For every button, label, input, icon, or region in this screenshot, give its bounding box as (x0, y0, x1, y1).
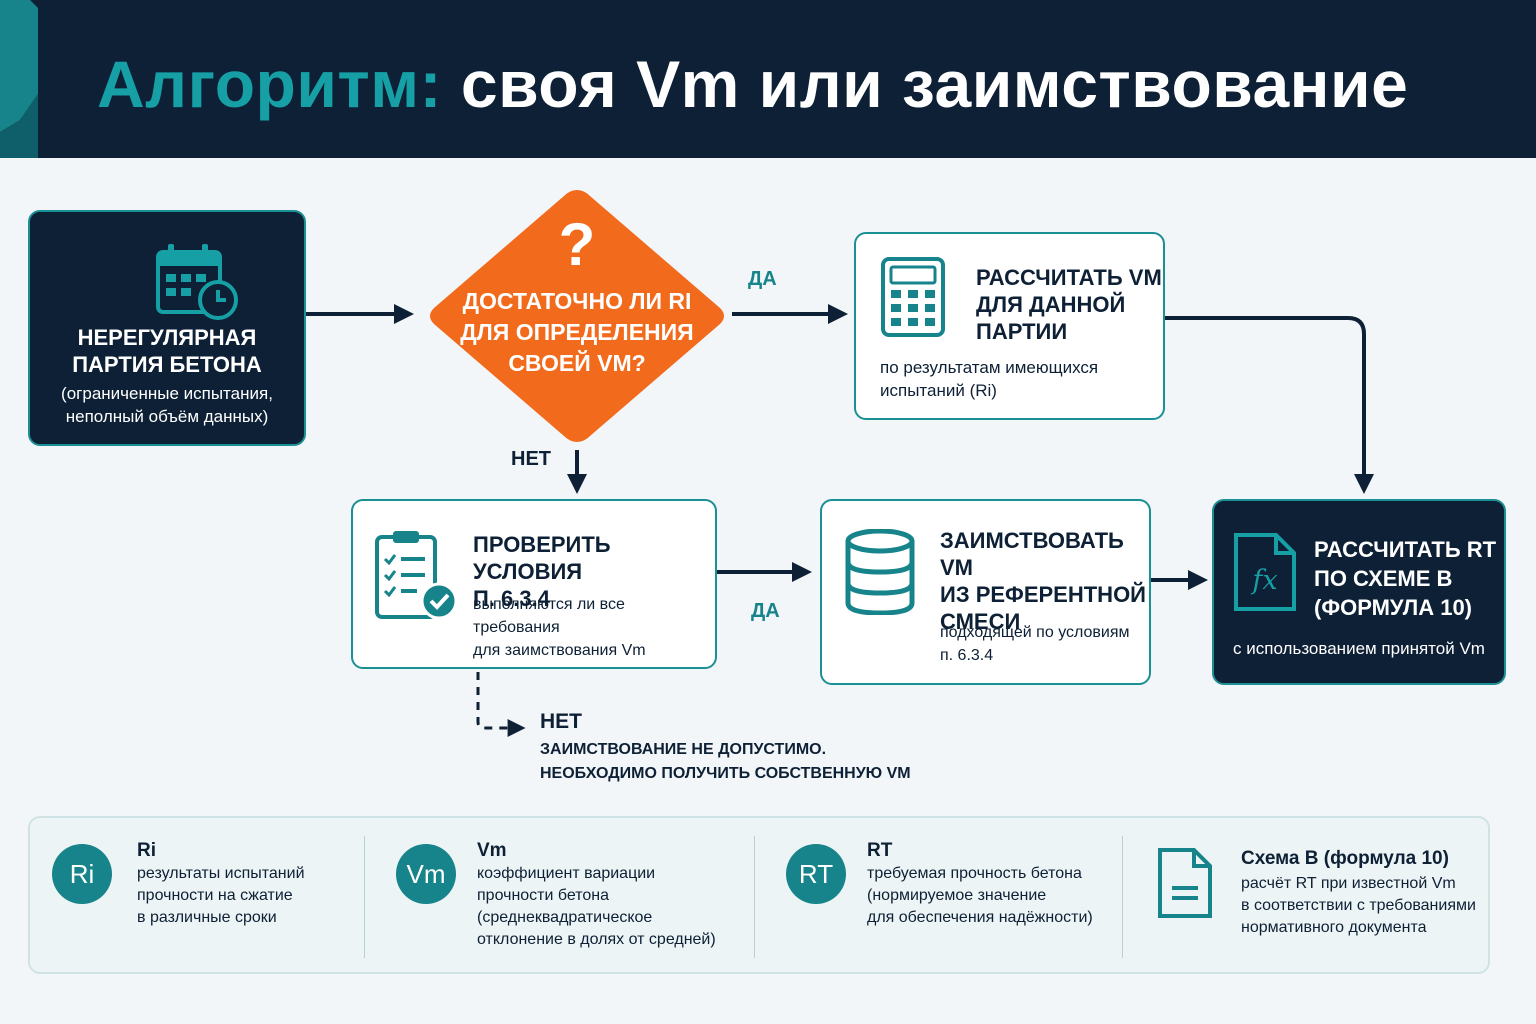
node-calc-rt-desc: с использованием принятой Vm (1233, 639, 1485, 658)
node-calc-vm-title: Рассчитать Vm для данной партии (976, 265, 1162, 344)
legend-divider (364, 836, 365, 958)
legend-badge-ri: Ri (52, 844, 112, 904)
node-calc-vm: Рассчитать Vm для данной партии по резул… (854, 232, 1165, 420)
node-borrow-vm-title: Заимствовать Vm из референтной смеси (940, 528, 1146, 634)
legend-term-rt: RT (867, 840, 893, 861)
page-title-accent: Алгоритм: (97, 47, 443, 121)
clipboard-check-icon (375, 531, 458, 620)
legend-panel: Ri Ri результаты испытаний прочности на … (28, 816, 1490, 974)
page-title: Алгоритм: своя Vm или заимствование (97, 44, 1408, 124)
legend-term-scheme-b: Схема В (формула 10) (1241, 848, 1449, 869)
calculator-icon (881, 257, 945, 337)
header-accent-stripe (0, 0, 38, 158)
node-calc-rt-title: Рассчитать RT по схеме В (формула 10) (1314, 537, 1497, 620)
node-check-conditions-title: Проверить условия п. 6.3.4 (473, 532, 611, 611)
decision-diamond (430, 190, 724, 442)
legend-desc-rt: требуемая прочность бетона (нормируемое … (867, 865, 1093, 926)
legend-divider (754, 836, 755, 958)
formula-file-icon-text: fx (1252, 565, 1278, 596)
decision-text: Достаточно ли Ri для определения своей V… (460, 288, 694, 376)
question-mark-icon: ? (558, 211, 596, 278)
node-irregular-batch-desc: (ограниченные испытания, неполный объём … (61, 384, 273, 426)
legend-term-ri: Ri (137, 840, 156, 861)
node-irregular-batch: Нерегулярная партия бетона (ограниченные… (28, 210, 306, 446)
legend-badge-rt: RT (786, 844, 846, 904)
no-outcome-title: НЕТ (540, 710, 582, 733)
document-icon (1158, 848, 1212, 918)
node-borrow-vm: Заимствовать Vm из референтной смеси под… (820, 499, 1151, 685)
legend-badge-vm: Vm (396, 844, 456, 904)
header-banner: Алгоритм: своя Vm или заимствование (0, 0, 1536, 158)
page-title-rest: своя Vm или заимствование (460, 47, 1409, 121)
no-outcome-desc: Заимствование не допустимо. Необходимо п… (540, 741, 911, 782)
legend-desc-vm: коэффициент вариации прочности бетона (с… (477, 865, 716, 948)
arrow-calc-vm-to-calc-rt (1165, 316, 1374, 494)
legend-desc-ri: результаты испытаний прочности на сжатие… (137, 865, 305, 926)
label-yes-top: ДА (748, 268, 777, 290)
node-calc-vm-desc: по результатам имеющихся испытаний (Ri) (880, 358, 1099, 400)
label-yes-bottom: ДА (751, 600, 780, 622)
node-check-conditions: Проверить условия п. 6.3.4 выполняются л… (351, 499, 717, 669)
node-borrow-vm-desc: подходящей по условиям п. 6.3.4 (940, 624, 1130, 664)
legend-term-vm: Vm (477, 840, 507, 861)
node-calc-rt: fx Рассчитать RT по схеме В (формула 10)… (1212, 499, 1506, 685)
formula-file-icon (1234, 533, 1296, 611)
no-outcome: НЕТ Заимствование не допустимо. Необходи… (540, 710, 911, 786)
database-icon (845, 529, 915, 615)
label-no-down: НЕТ (511, 448, 551, 470)
arrow-check-to-no (476, 672, 526, 737)
legend-desc-scheme-b: расчёт RT при известной Vm в соответстви… (1241, 875, 1476, 936)
calendar-clock-icon (156, 244, 238, 320)
node-irregular-batch-title: Нерегулярная партия бетона (72, 325, 262, 377)
node-check-conditions-desc: выполняются ли все требования для заимст… (473, 596, 646, 659)
node-decision: ? Достаточно ли Ri для определения своей… (424, 186, 730, 446)
legend-divider (1122, 836, 1123, 958)
